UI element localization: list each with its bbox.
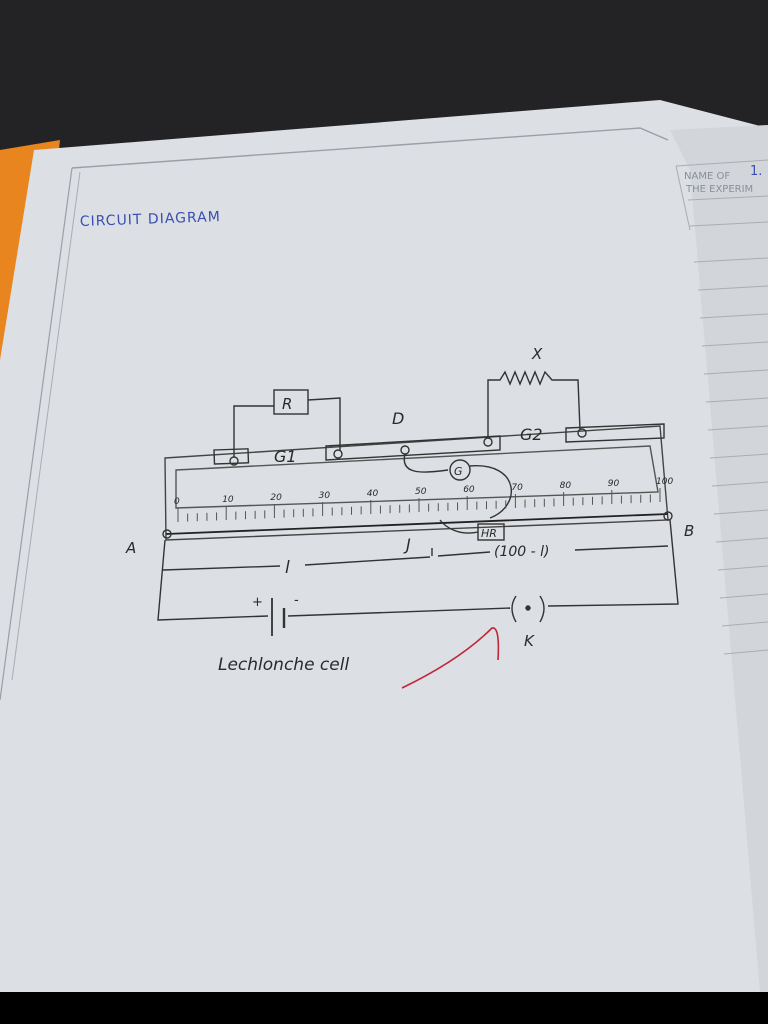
page-frame-left <box>0 167 73 701</box>
page-title: CIRCUIT DIAGRAM <box>80 209 221 230</box>
resistor-label: R <box>282 395 292 413</box>
terminal-middle-left <box>333 449 343 459</box>
right-header-number: 1. <box>750 164 762 179</box>
key-right-arc <box>539 595 545 623</box>
copper-strip-right <box>565 423 665 443</box>
right-page-rules <box>675 159 768 655</box>
galvanometer-icon <box>449 459 471 481</box>
page-frame-left-inner <box>11 171 81 681</box>
length-remainder-label: (100 - l) <box>494 544 550 560</box>
copper-strip-left <box>213 448 250 465</box>
jockey-label: J <box>403 535 411 554</box>
scale-tick-label: 70 <box>511 483 523 493</box>
wire-d-galvanometer <box>403 453 449 473</box>
length-rem-left <box>437 551 491 557</box>
length-l-left <box>162 565 281 571</box>
page-frame-top <box>71 127 669 169</box>
length-l-right <box>304 556 431 566</box>
key-icon <box>525 605 531 611</box>
cell-label: Lechlonche cell <box>218 655 349 675</box>
scale-frame <box>175 445 659 509</box>
galvanometer-label: G <box>454 465 463 478</box>
terminal-right <box>577 428 587 438</box>
scale-tick-label: 50 <box>415 487 427 497</box>
key-label: K <box>524 632 535 650</box>
scale-tick-label: 100 <box>656 477 673 487</box>
length-l-label: l <box>285 558 290 578</box>
right-page <box>670 125 768 992</box>
copper-strip-middle <box>325 435 501 461</box>
scale-tick-label: 0 <box>174 497 180 507</box>
terminal-a <box>162 529 172 539</box>
scale-tick-label: 60 <box>463 485 475 495</box>
scale-tick-label: 20 <box>270 493 282 503</box>
terminal-b <box>663 511 673 521</box>
strip-d-label: D <box>392 409 404 428</box>
high-resistance-label: HR <box>481 527 497 540</box>
unknown-resistance-label: X <box>531 345 543 363</box>
gap2-label: G2 <box>520 425 543 444</box>
scale-tick-label: 10 <box>222 495 234 505</box>
key-left-arc <box>511 595 517 623</box>
scale-tick-label: 90 <box>608 479 620 489</box>
end-a-label: A <box>125 539 136 557</box>
wire-cell-left <box>157 539 269 621</box>
teacher-check-mark <box>401 627 500 689</box>
battery-plus-label: + <box>252 595 263 610</box>
right-header-line2: THE EXPERIM <box>685 184 753 195</box>
scale-tick-label: 30 <box>319 491 331 501</box>
scale-tick-label: 40 <box>367 489 379 499</box>
wire-hr-jockey <box>439 519 479 534</box>
resistance-x <box>487 370 581 438</box>
bottom-border <box>0 992 768 1024</box>
wire-key-right <box>547 519 679 607</box>
scale-ticks <box>177 488 661 522</box>
circuit-diagram <box>157 370 679 636</box>
end-b-label: B <box>684 522 694 540</box>
scale-labels: 0 10 20 30 40 50 60 70 80 90 100 <box>174 477 673 507</box>
scale-tick-label: 80 <box>560 481 572 491</box>
battery-minus-label: - <box>294 593 299 608</box>
wire-galvanometer-hr <box>469 465 512 519</box>
gap1-label: G1 <box>274 447 297 466</box>
wire-r-right <box>307 397 341 450</box>
length-rem-right <box>574 545 669 551</box>
right-header-line1: NAME OF <box>684 171 730 182</box>
resistor-box <box>273 389 309 415</box>
wire-r-left <box>233 405 274 457</box>
bridge-wire <box>165 513 669 535</box>
notebook-page <box>0 100 768 992</box>
wire-cell-key <box>287 607 511 617</box>
